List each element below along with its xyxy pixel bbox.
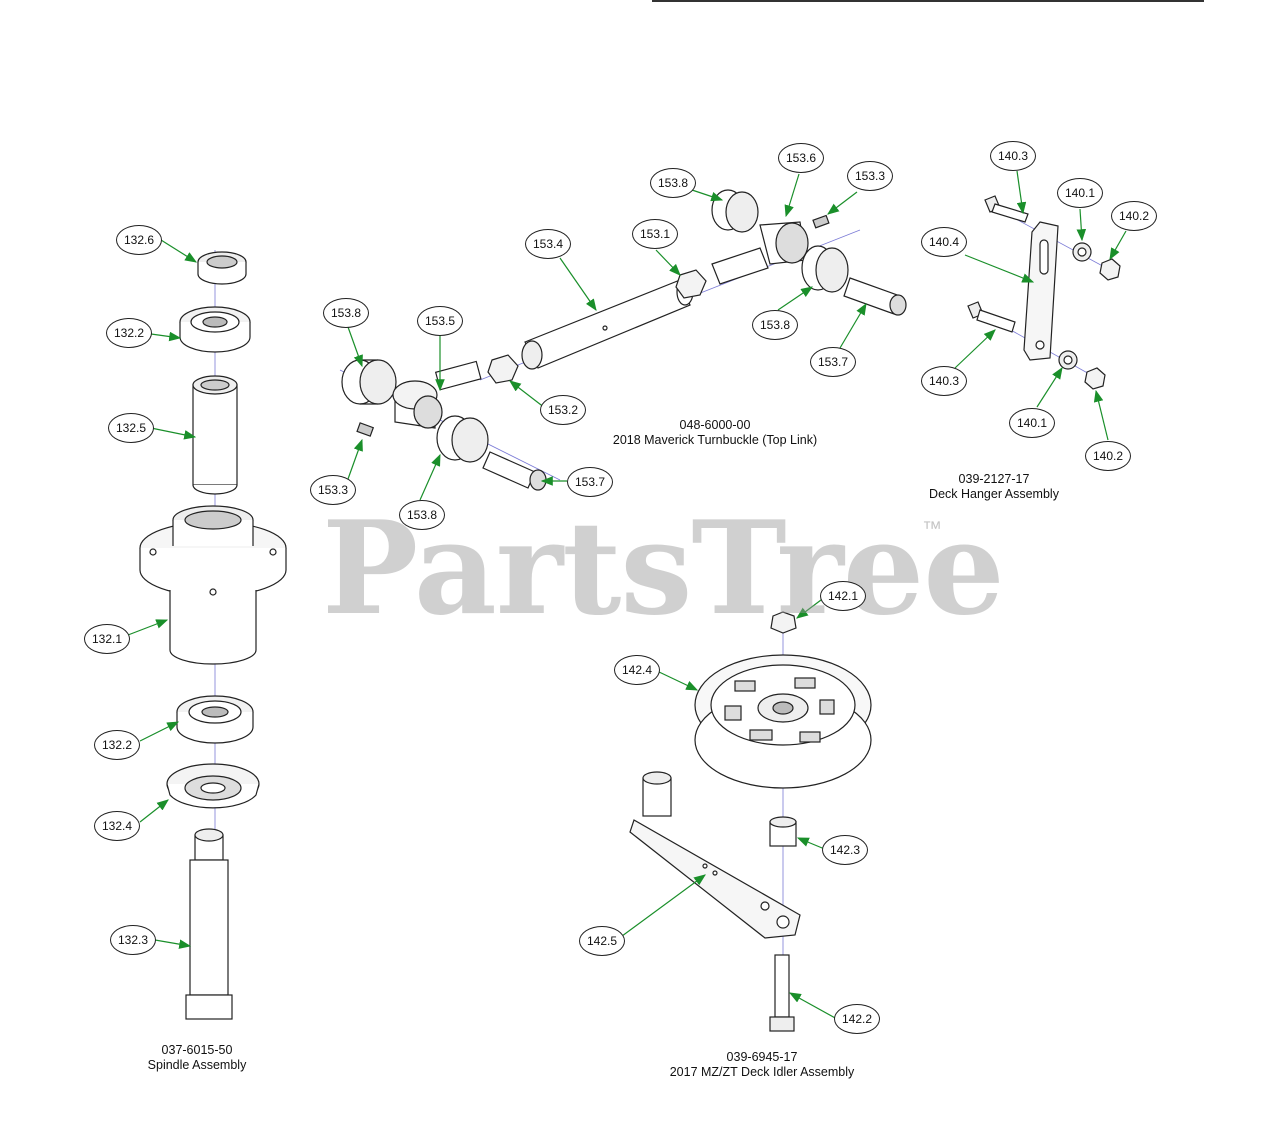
caption-part-number: 039-6945-17 — [726, 1050, 798, 1064]
callout-142-1[interactable]: 142.1 — [820, 581, 866, 611]
caption-part-number: 048-6000-00 — [679, 418, 751, 432]
turnbuckle-drawing — [339, 189, 907, 491]
callout-132-3[interactable]: 132.3 — [110, 925, 156, 955]
callout-153-5[interactable]: 153.5 — [417, 306, 463, 336]
callout-153-3-left[interactable]: 153.3 — [310, 475, 356, 505]
caption-part-number: 037-6015-50 — [161, 1043, 233, 1057]
trademark-symbol: ™ — [922, 518, 942, 540]
callout-142-4[interactable]: 142.4 — [614, 655, 660, 685]
callout-140-2-bottom[interactable]: 140.2 — [1085, 441, 1131, 471]
caption-assembly-name: 2018 Maverick Turnbuckle (Top Link) — [612, 433, 818, 447]
caption-assembly-name: Deck Hanger Assembly — [929, 487, 1059, 501]
callout-153-7-right[interactable]: 153.7 — [810, 347, 856, 377]
callout-132-6[interactable]: 132.6 — [116, 225, 162, 255]
callout-153-1[interactable]: 153.1 — [632, 219, 678, 249]
callout-140-3-bottom[interactable]: 140.3 — [921, 366, 967, 396]
callout-132-2-top[interactable]: 132.2 — [106, 318, 152, 348]
caption-deck-idler-assembly: 039-6945-17 2017 MZ/ZT Deck Idler Assemb… — [670, 1050, 855, 1080]
callout-142-5[interactable]: 142.5 — [579, 926, 625, 956]
caption-assembly-name: 2017 MZ/ZT Deck Idler Assembly — [669, 1065, 855, 1079]
leader-lines — [127, 170, 1127, 1020]
callout-140-1-bottom[interactable]: 140.1 — [1009, 408, 1055, 438]
callout-153-3-right[interactable]: 153.3 — [847, 161, 893, 191]
callout-132-2-bottom[interactable]: 132.2 — [94, 730, 140, 760]
callout-153-8-right[interactable]: 153.8 — [752, 310, 798, 340]
idler-drawing — [629, 611, 872, 1032]
top-rule — [652, 0, 1204, 2]
callout-153-7-left[interactable]: 153.7 — [567, 467, 613, 497]
callout-153-4[interactable]: 153.4 — [525, 229, 571, 259]
caption-turnbuckle: 048-6000-00 2018 Maverick Turnbuckle (To… — [613, 418, 817, 448]
spindle-assembly-drawing — [139, 250, 287, 1020]
caption-part-number: 039-2127-17 — [958, 472, 1030, 486]
callout-153-2[interactable]: 153.2 — [540, 395, 586, 425]
callout-153-8-top[interactable]: 153.8 — [650, 168, 696, 198]
caption-assembly-name: Spindle Assembly — [147, 1058, 247, 1072]
caption-deck-hanger-assembly: 039-2127-17 Deck Hanger Assembly — [929, 472, 1059, 502]
hanger-drawing — [967, 195, 1121, 390]
callout-142-3[interactable]: 142.3 — [822, 835, 868, 865]
callout-140-1-top[interactable]: 140.1 — [1057, 178, 1103, 208]
callout-153-6[interactable]: 153.6 — [778, 143, 824, 173]
callout-153-8-left[interactable]: 153.8 — [323, 298, 369, 328]
callout-132-1[interactable]: 132.1 — [84, 624, 130, 654]
caption-spindle-assembly: 037-6015-50 Spindle Assembly — [148, 1043, 247, 1073]
callout-142-2[interactable]: 142.2 — [834, 1004, 880, 1034]
callout-153-8-bottom[interactable]: 153.8 — [399, 500, 445, 530]
callout-132-5[interactable]: 132.5 — [108, 413, 154, 443]
callout-140-2-top[interactable]: 140.2 — [1111, 201, 1157, 231]
callout-132-4[interactable]: 132.4 — [94, 811, 140, 841]
callout-140-3-top[interactable]: 140.3 — [990, 141, 1036, 171]
callout-140-4[interactable]: 140.4 — [921, 227, 967, 257]
